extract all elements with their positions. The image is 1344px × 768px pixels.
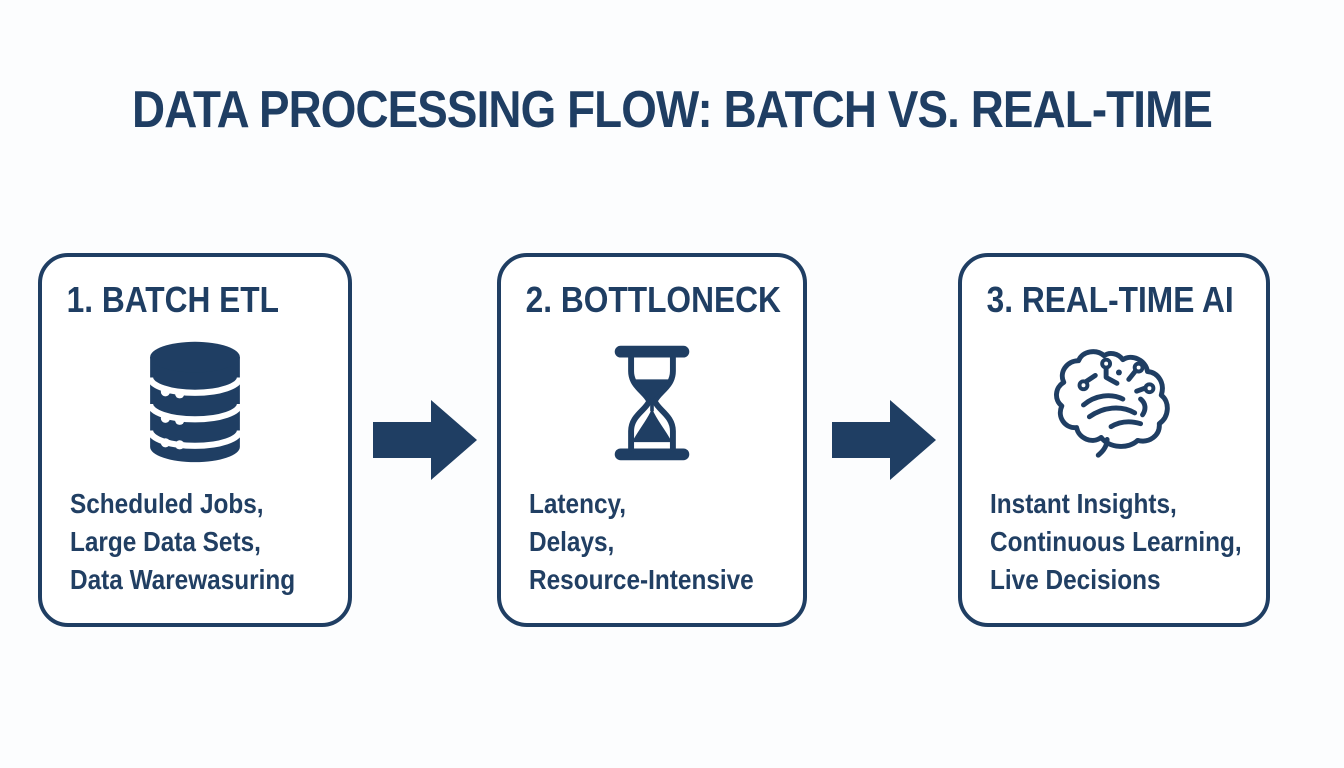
detail-line: Resource-Intensive: [529, 564, 754, 595]
detail-line: Delays,: [529, 526, 615, 557]
detail-line: Live Decisions: [990, 564, 1161, 595]
step-card-batch-etl: 1. BATCH ETL Scheduled Jobs, Large Data …: [38, 253, 352, 627]
step-details: Scheduled Jobs, Large Data Sets, Data Wa…: [42, 485, 348, 623]
detail-line: Data Warewasuring: [70, 564, 296, 595]
right-arrow-icon: [832, 398, 938, 482]
detail-line: Continuous Learning,: [990, 526, 1242, 557]
detail-line: Scheduled Jobs,: [70, 488, 264, 519]
right-arrow-icon: [373, 398, 479, 482]
step-card-real-time-ai: 3. REAL-TIME AI: [958, 253, 1270, 627]
step-heading: 3. REAL-TIME AI: [986, 279, 1234, 320]
step-card-bottleneck: 2. BOTTLONECK Latency, Delays, Resource-…: [497, 253, 807, 627]
database-icon: [42, 321, 348, 485]
hourglass-icon: [501, 321, 803, 485]
brain-icon: [962, 321, 1266, 485]
step-heading: 2. BOTTLONECK: [525, 279, 781, 320]
step-details: Instant Insights, Continuous Learning, L…: [962, 485, 1266, 623]
step-heading: 1. BATCH ETL: [66, 279, 280, 320]
detail-line: Large Data Sets,: [70, 526, 261, 557]
detail-line: Latency,: [529, 488, 627, 519]
detail-line: Instant Insights,: [990, 488, 1177, 519]
page-title: DATA PROCESSING FLOW: BATCH VS. REAL-TIM…: [132, 81, 1213, 139]
step-details: Latency, Delays, Resource-Intensive: [501, 485, 803, 623]
